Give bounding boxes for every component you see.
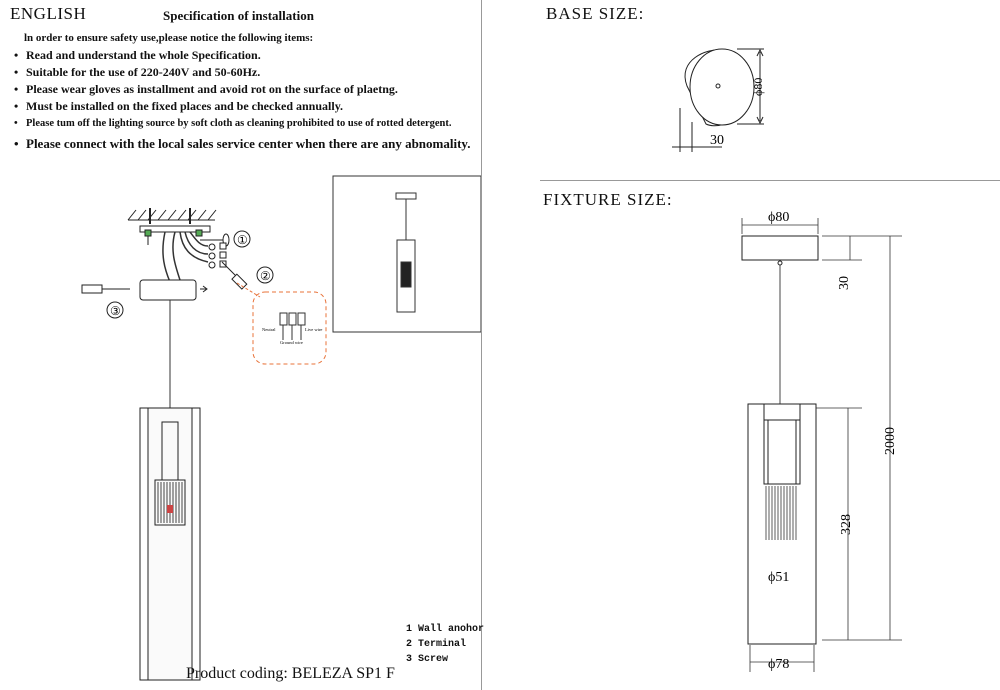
terminal-block xyxy=(208,242,227,269)
legend-item: 3 Screw xyxy=(406,654,449,665)
screwdriver xyxy=(221,261,274,290)
fixture-canopy xyxy=(741,235,819,261)
legend-item: 2 Terminal xyxy=(406,639,467,650)
horizontal-divider xyxy=(540,180,1000,181)
instruction-item: Suitable for the use of 220-240V and 50-… xyxy=(14,64,470,81)
intro-text: ln order to ensure safety use,please not… xyxy=(24,32,314,44)
instruction-item: Please tum off the lighting source by so… xyxy=(14,115,470,132)
product-thumbnail xyxy=(395,192,417,313)
instruction-item: Please connect with the local sales serv… xyxy=(14,135,470,152)
installation-diagram: ① ② Neutral Ground wire Live wire ③ xyxy=(81,175,481,681)
callout-2: ② xyxy=(260,269,271,283)
pendant-shade xyxy=(139,407,201,681)
instruction-item: Read and understand the whole Specificat… xyxy=(14,47,470,64)
fixture-canopy-height: 30 xyxy=(837,276,852,290)
fixture-total-length: 2000 xyxy=(883,427,898,455)
arrow-icon xyxy=(200,285,208,293)
instruction-item: Must be installed on the fixed places an… xyxy=(14,98,470,115)
base-diameter-label: ϕ80 xyxy=(751,78,765,96)
part-legend: 1 Wall anohor 2 Terminal 3 Screw xyxy=(406,622,484,667)
base-size-label: BASE SIZE: xyxy=(546,4,645,23)
dimension-drawings: ϕ80 30 ϕ80 30 2000 328 xyxy=(672,48,902,672)
mounting-bracket xyxy=(139,225,211,245)
detail-leader xyxy=(236,282,261,298)
canopy xyxy=(139,279,197,301)
base-height-label: 30 xyxy=(710,133,724,148)
callout-3: ③ xyxy=(110,304,121,318)
fixture-top-diameter: ϕ80 xyxy=(768,210,789,225)
wires xyxy=(162,231,209,283)
wiring-detail xyxy=(279,312,306,340)
callout-1: ① xyxy=(237,233,248,247)
page-title: Specification of installation xyxy=(163,8,314,23)
fixture-body xyxy=(747,260,817,645)
wiring-detail-frame xyxy=(252,291,327,365)
fixture-inner-diameter: ϕ51 xyxy=(768,570,789,585)
instruction-item: Please wear gloves as installment and av… xyxy=(14,81,470,98)
vertical-divider xyxy=(481,0,482,690)
fixture-shade-length: 328 xyxy=(839,514,854,535)
fixture-outer-diameter: ϕ78 xyxy=(768,657,789,672)
fixture-dimension-lines xyxy=(741,218,902,672)
fixture-grille xyxy=(765,486,797,540)
wire-label-live: Live wire xyxy=(305,327,322,332)
canopy-screw xyxy=(81,284,130,319)
product-coding: Product coding: BELEZA SP1 F xyxy=(186,665,395,682)
bulb-grille xyxy=(157,482,183,523)
wire-label-neutral: Neutral xyxy=(262,327,276,332)
fixture-size-label: FIXTURE SIZE: xyxy=(543,190,673,209)
wire-label-ground: Ground wire xyxy=(280,340,303,345)
ceiling xyxy=(127,208,217,224)
instruction-list: Read and understand the whole Specificat… xyxy=(14,47,470,152)
legend-item: 1 Wall anohor xyxy=(406,624,485,635)
product-view-frame xyxy=(332,175,481,333)
language-label: ENGLISH xyxy=(10,4,87,23)
base-disc xyxy=(672,48,764,152)
